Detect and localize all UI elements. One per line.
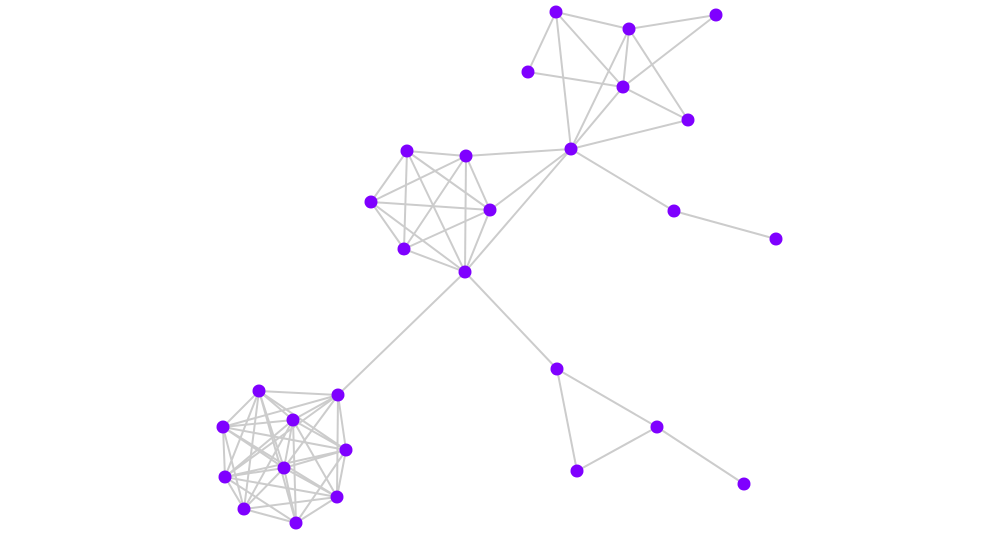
graph-edge xyxy=(370,201,491,211)
graph-node[interactable] xyxy=(400,144,414,158)
graph-node[interactable] xyxy=(218,470,232,484)
graph-edge xyxy=(628,14,717,30)
graph-edge xyxy=(622,28,630,88)
graph-edge xyxy=(243,496,338,510)
edge-layer xyxy=(222,11,777,524)
graph-edge xyxy=(243,508,297,524)
graph-edge xyxy=(403,150,408,250)
graph-edge xyxy=(258,390,347,451)
graph-edge xyxy=(570,28,630,150)
graph-edge xyxy=(555,11,630,30)
node-layer xyxy=(216,5,783,530)
graph-edge xyxy=(283,467,338,498)
graph-edge xyxy=(283,419,294,469)
graph-node[interactable] xyxy=(650,420,664,434)
graph-node[interactable] xyxy=(339,443,353,457)
graph-node[interactable] xyxy=(521,65,535,79)
graph-node[interactable] xyxy=(622,22,636,36)
graph-edge xyxy=(406,150,466,273)
graph-edge xyxy=(673,210,777,240)
graph-node[interactable] xyxy=(364,195,378,209)
graph-edge xyxy=(656,426,745,485)
graph-node[interactable] xyxy=(330,490,344,504)
graph-edge xyxy=(283,394,339,469)
graph-edge xyxy=(628,28,689,121)
graph-edge xyxy=(224,476,338,498)
graph-edge xyxy=(337,271,466,396)
graph-node[interactable] xyxy=(237,502,251,516)
graph-edge xyxy=(283,467,297,524)
graph-edge xyxy=(243,390,260,510)
graph-edge xyxy=(258,390,297,524)
graph-edge xyxy=(336,449,347,498)
graph-edge xyxy=(555,11,624,88)
graph-edge xyxy=(403,248,466,273)
graph-node[interactable] xyxy=(216,420,230,434)
graph-edge xyxy=(224,467,285,478)
graph-node[interactable] xyxy=(331,388,345,402)
graph-edge xyxy=(527,71,624,88)
graph-edge xyxy=(465,148,572,157)
graph-node[interactable] xyxy=(667,204,681,218)
graph-edge xyxy=(464,209,491,273)
graph-edge xyxy=(258,390,339,396)
graph-edge xyxy=(222,394,339,428)
graph-edge xyxy=(403,209,491,250)
graph-edge xyxy=(222,426,338,498)
graph-edge xyxy=(224,476,297,524)
graph-edge xyxy=(570,86,624,150)
graph-node[interactable] xyxy=(289,516,303,530)
graph-edge xyxy=(337,394,347,451)
graph-edge xyxy=(527,11,557,73)
graph-edge xyxy=(224,394,339,478)
graph-node[interactable] xyxy=(709,8,723,22)
graph-edge xyxy=(570,119,689,150)
graph-edge xyxy=(222,426,226,478)
graph-node[interactable] xyxy=(286,413,300,427)
graph-edge xyxy=(292,419,347,451)
graph-edge xyxy=(222,419,294,428)
graph-edge xyxy=(295,449,347,524)
graph-node[interactable] xyxy=(459,149,473,163)
graph-edge xyxy=(622,86,689,121)
graph-edge xyxy=(556,368,578,472)
graph-edge xyxy=(243,467,285,510)
graph-edge xyxy=(370,155,467,203)
graph-edge xyxy=(576,426,658,472)
graph-edge xyxy=(570,148,675,212)
graph-edge xyxy=(222,426,245,510)
graph-edge xyxy=(406,150,467,157)
graph-edge xyxy=(370,201,466,273)
graph-node[interactable] xyxy=(737,477,751,491)
graph-edge xyxy=(622,14,717,88)
graph-edge xyxy=(489,148,572,211)
graph-edge xyxy=(555,11,572,150)
graph-node[interactable] xyxy=(570,464,584,478)
graph-edge xyxy=(222,426,347,451)
graph-edge xyxy=(464,271,558,370)
graph-edge xyxy=(370,201,405,250)
graph-node[interactable] xyxy=(252,384,266,398)
graph-edge xyxy=(295,496,338,524)
graph-node[interactable] xyxy=(550,362,564,376)
graph-node[interactable] xyxy=(681,113,695,127)
graph-node[interactable] xyxy=(616,80,630,94)
graph-edge xyxy=(464,155,467,273)
graph-edge xyxy=(292,394,339,421)
graph-edge xyxy=(465,155,491,211)
graph-node[interactable] xyxy=(769,232,783,246)
graph-node[interactable] xyxy=(564,142,578,156)
graph-node[interactable] xyxy=(277,461,291,475)
graph-node[interactable] xyxy=(397,242,411,256)
graph-edge xyxy=(370,150,408,203)
graph-edge xyxy=(556,368,658,428)
graph-edge xyxy=(464,148,572,273)
graph-edge xyxy=(224,390,260,478)
graph-node[interactable] xyxy=(549,5,563,19)
graph-node[interactable] xyxy=(483,203,497,217)
graph-node[interactable] xyxy=(458,265,472,279)
graph-edge xyxy=(406,150,491,211)
graph-edge xyxy=(222,390,260,428)
